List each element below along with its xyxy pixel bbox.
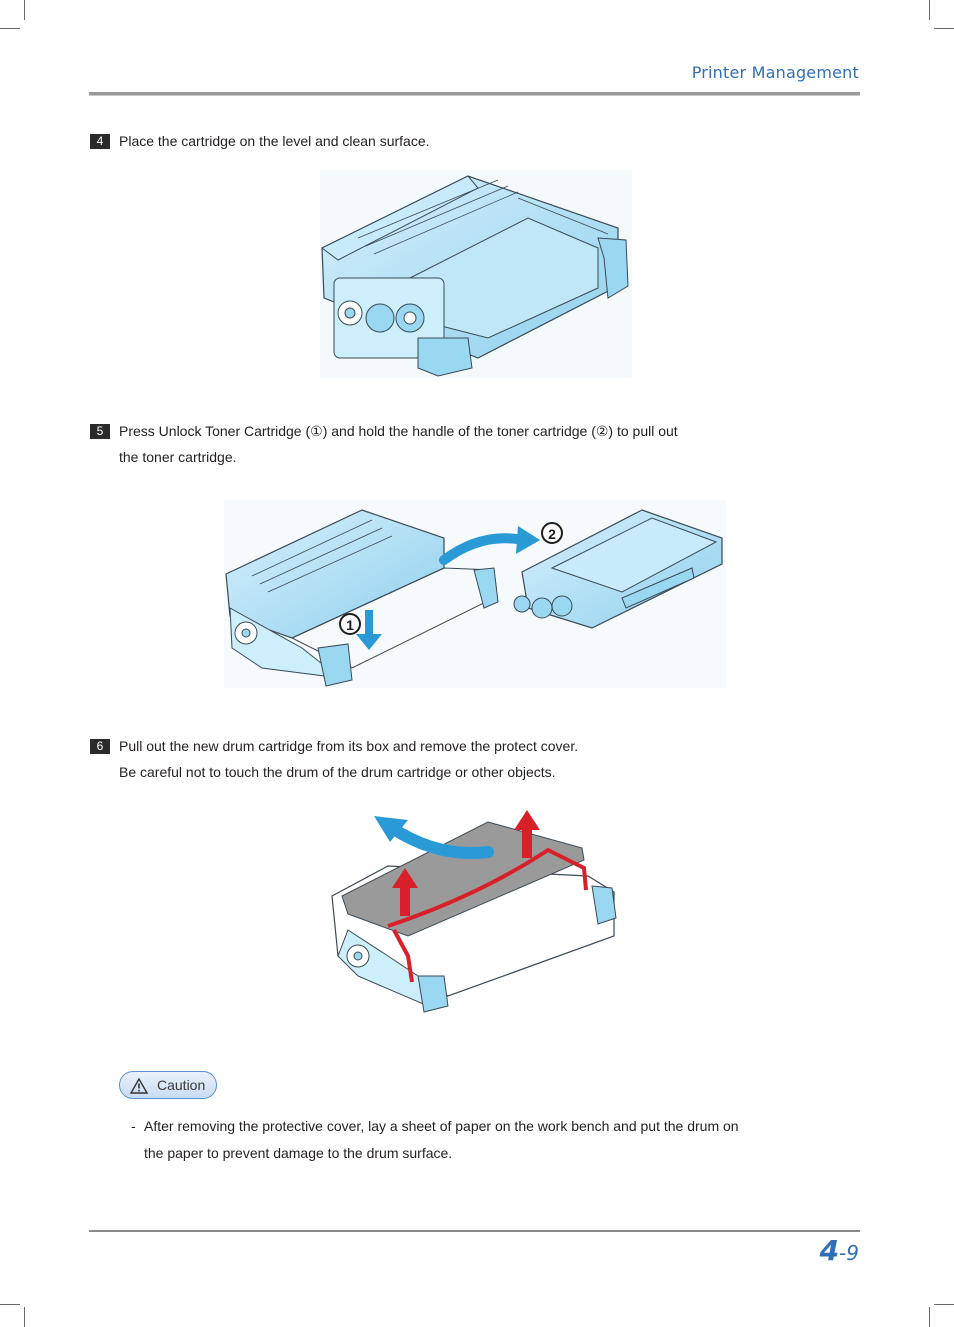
- crop-mark: [0, 1304, 20, 1305]
- step-number-4: 4: [90, 134, 110, 149]
- section-title: Printer Management: [691, 63, 859, 82]
- crop-mark: [934, 28, 954, 29]
- callout-2: 2: [548, 526, 556, 542]
- crop-mark: [24, 1307, 25, 1327]
- step-number-6: 6: [90, 739, 110, 754]
- caution-text-line-2: the paper to prevent damage to the drum …: [144, 1145, 453, 1161]
- step-6-text-line-1: Pull out the new drum cartridge from its…: [119, 738, 579, 754]
- caution-label: Caution: [157, 1077, 206, 1093]
- caution-badge: Caution: [119, 1071, 217, 1099]
- cartridge-on-surface-illustration: [320, 170, 632, 378]
- remove-protect-cover-illustration: [330, 808, 620, 1016]
- crop-mark: [0, 28, 20, 29]
- step-5-text-line-1: Press Unlock Toner Cartridge (①) and hol…: [119, 423, 678, 439]
- crop-mark: [24, 0, 25, 20]
- page-index: -9: [839, 1241, 859, 1265]
- warning-icon: [130, 1078, 148, 1094]
- chapter-number: 4: [819, 1234, 840, 1267]
- step-5-text-line-2: the toner cartridge.: [119, 449, 237, 465]
- caution-bullet: -: [131, 1118, 136, 1134]
- step-number-5: 5: [90, 424, 110, 439]
- remove-toner-cartridge-illustration: 1 2: [224, 500, 726, 688]
- crop-mark: [929, 1307, 930, 1327]
- crop-mark: [929, 0, 930, 20]
- step-4-text: Place the cartridge on the level and cle…: [119, 133, 430, 149]
- crop-mark: [934, 1304, 954, 1305]
- page-number: 4-9: [820, 1234, 859, 1267]
- step-6-text-line-2: Be careful not to touch the drum of the …: [119, 764, 556, 780]
- footer-divider: [89, 1230, 860, 1232]
- callout-1: 1: [346, 617, 354, 633]
- header-divider: [89, 92, 860, 96]
- caution-text-line-1: After removing the protective cover, lay…: [144, 1118, 739, 1134]
